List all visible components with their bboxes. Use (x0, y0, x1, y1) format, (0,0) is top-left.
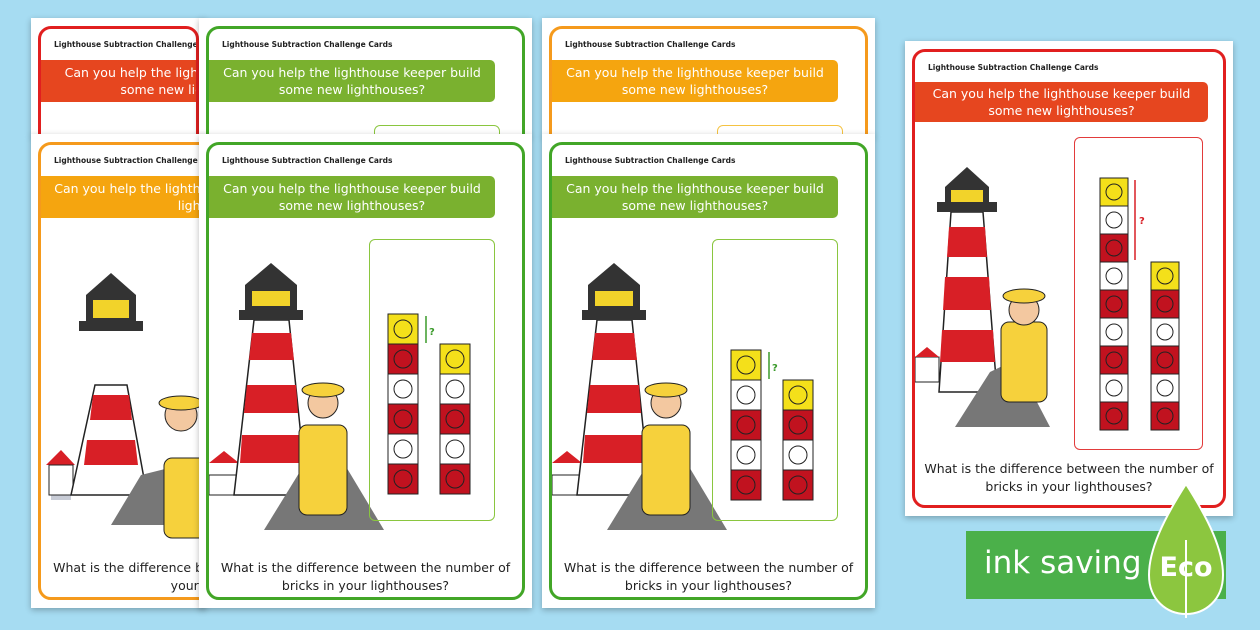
eco-leaf-icon: Eco (1147, 482, 1225, 618)
keeper-icon (158, 395, 206, 539)
keeper-icon (1000, 288, 1048, 403)
brick-towers: ? (387, 313, 471, 495)
card-title: Lighthouse Subtraction Challenge Cards (54, 156, 206, 165)
tower-right (1150, 261, 1180, 431)
lighthouse-illustration (46, 273, 206, 539)
card-title: Lighthouse Subtraction Challenge Cards (565, 156, 736, 165)
card-front-right: Lighthouse Subtraction Challenge Cards C… (542, 134, 875, 608)
lighthouse-icon (209, 263, 308, 496)
brick-frame (374, 125, 500, 136)
card-front-middle: Lighthouse Subtraction Challenge Cards C… (199, 134, 532, 608)
question-mark: ? (772, 363, 778, 374)
tower-left (387, 313, 419, 495)
lighthouse-illustration (915, 167, 1050, 427)
keeper-icon (641, 382, 691, 516)
question-mark: ? (429, 327, 435, 338)
brick-frame: ? (369, 239, 495, 521)
card-featured: Lighthouse Subtraction Challenge Cards C… (905, 41, 1233, 516)
card-title: Lighthouse Subtraction Challenge Cards (54, 40, 198, 49)
brick-frame: ? (1074, 137, 1203, 450)
brick-towers: ? (730, 349, 814, 501)
lighthouse-illustration (552, 263, 727, 530)
card-title: Lighthouse Subtraction Challenge Cards (222, 40, 393, 49)
tower-right (782, 379, 814, 501)
tower-left (1099, 177, 1129, 431)
eco-label: Eco (1160, 552, 1213, 583)
card-question: What is the difference between the numbe… (220, 560, 511, 593)
tower-right (439, 343, 471, 495)
card-banner: Can you help the lighthouse keeper build… (915, 82, 1208, 122)
card-banner: Can you help the lighthouse keeper build… (209, 176, 495, 218)
card-title: Lighthouse Subtraction Challenge Cards (222, 156, 393, 165)
ink-saving-label: ink saving (984, 545, 1142, 581)
card-question: What is the difference between the numbe… (563, 560, 854, 593)
card-question: What is the difference between the numbe… (924, 461, 1214, 494)
lighthouse-icon (46, 273, 148, 500)
card-front-left: Lighthouse Subtraction Challenge Cards C… (31, 134, 206, 608)
card-question: What is the difference between the numbe… (53, 560, 206, 593)
card-banner: Can you help the lighthouse keeper build… (209, 60, 495, 102)
brick-frame: ? (712, 239, 838, 521)
card-banner: Can you help the lighthouse keeper build… (41, 60, 196, 102)
lighthouse-icon (915, 167, 998, 393)
brick-frame (717, 125, 843, 136)
lighthouse-illustration (209, 263, 384, 530)
lighthouse-icon (552, 263, 651, 496)
card-banner: Can you help the lighthouse keeper build… (552, 60, 838, 102)
card-title: Lighthouse Subtraction Challenge Cards (565, 40, 736, 49)
card-back-right: Lighthouse Subtraction Challenge Cards C… (542, 18, 875, 136)
card-back-middle: Lighthouse Subtraction Challenge Cards C… (199, 18, 532, 136)
keeper-icon (298, 382, 348, 516)
tower-left (730, 349, 762, 501)
brick-towers: ? (1099, 177, 1180, 431)
card-banner: Can you help the lighthouse keeper build… (41, 176, 206, 218)
card-banner: Can you help the lighthouse keeper build… (552, 176, 838, 218)
card-title: Lighthouse Subtraction Challenge Cards (928, 63, 1099, 72)
card-back-left: Lighthouse Subtraction Challenge Cards C… (31, 18, 206, 136)
question-mark: ? (1139, 216, 1145, 227)
